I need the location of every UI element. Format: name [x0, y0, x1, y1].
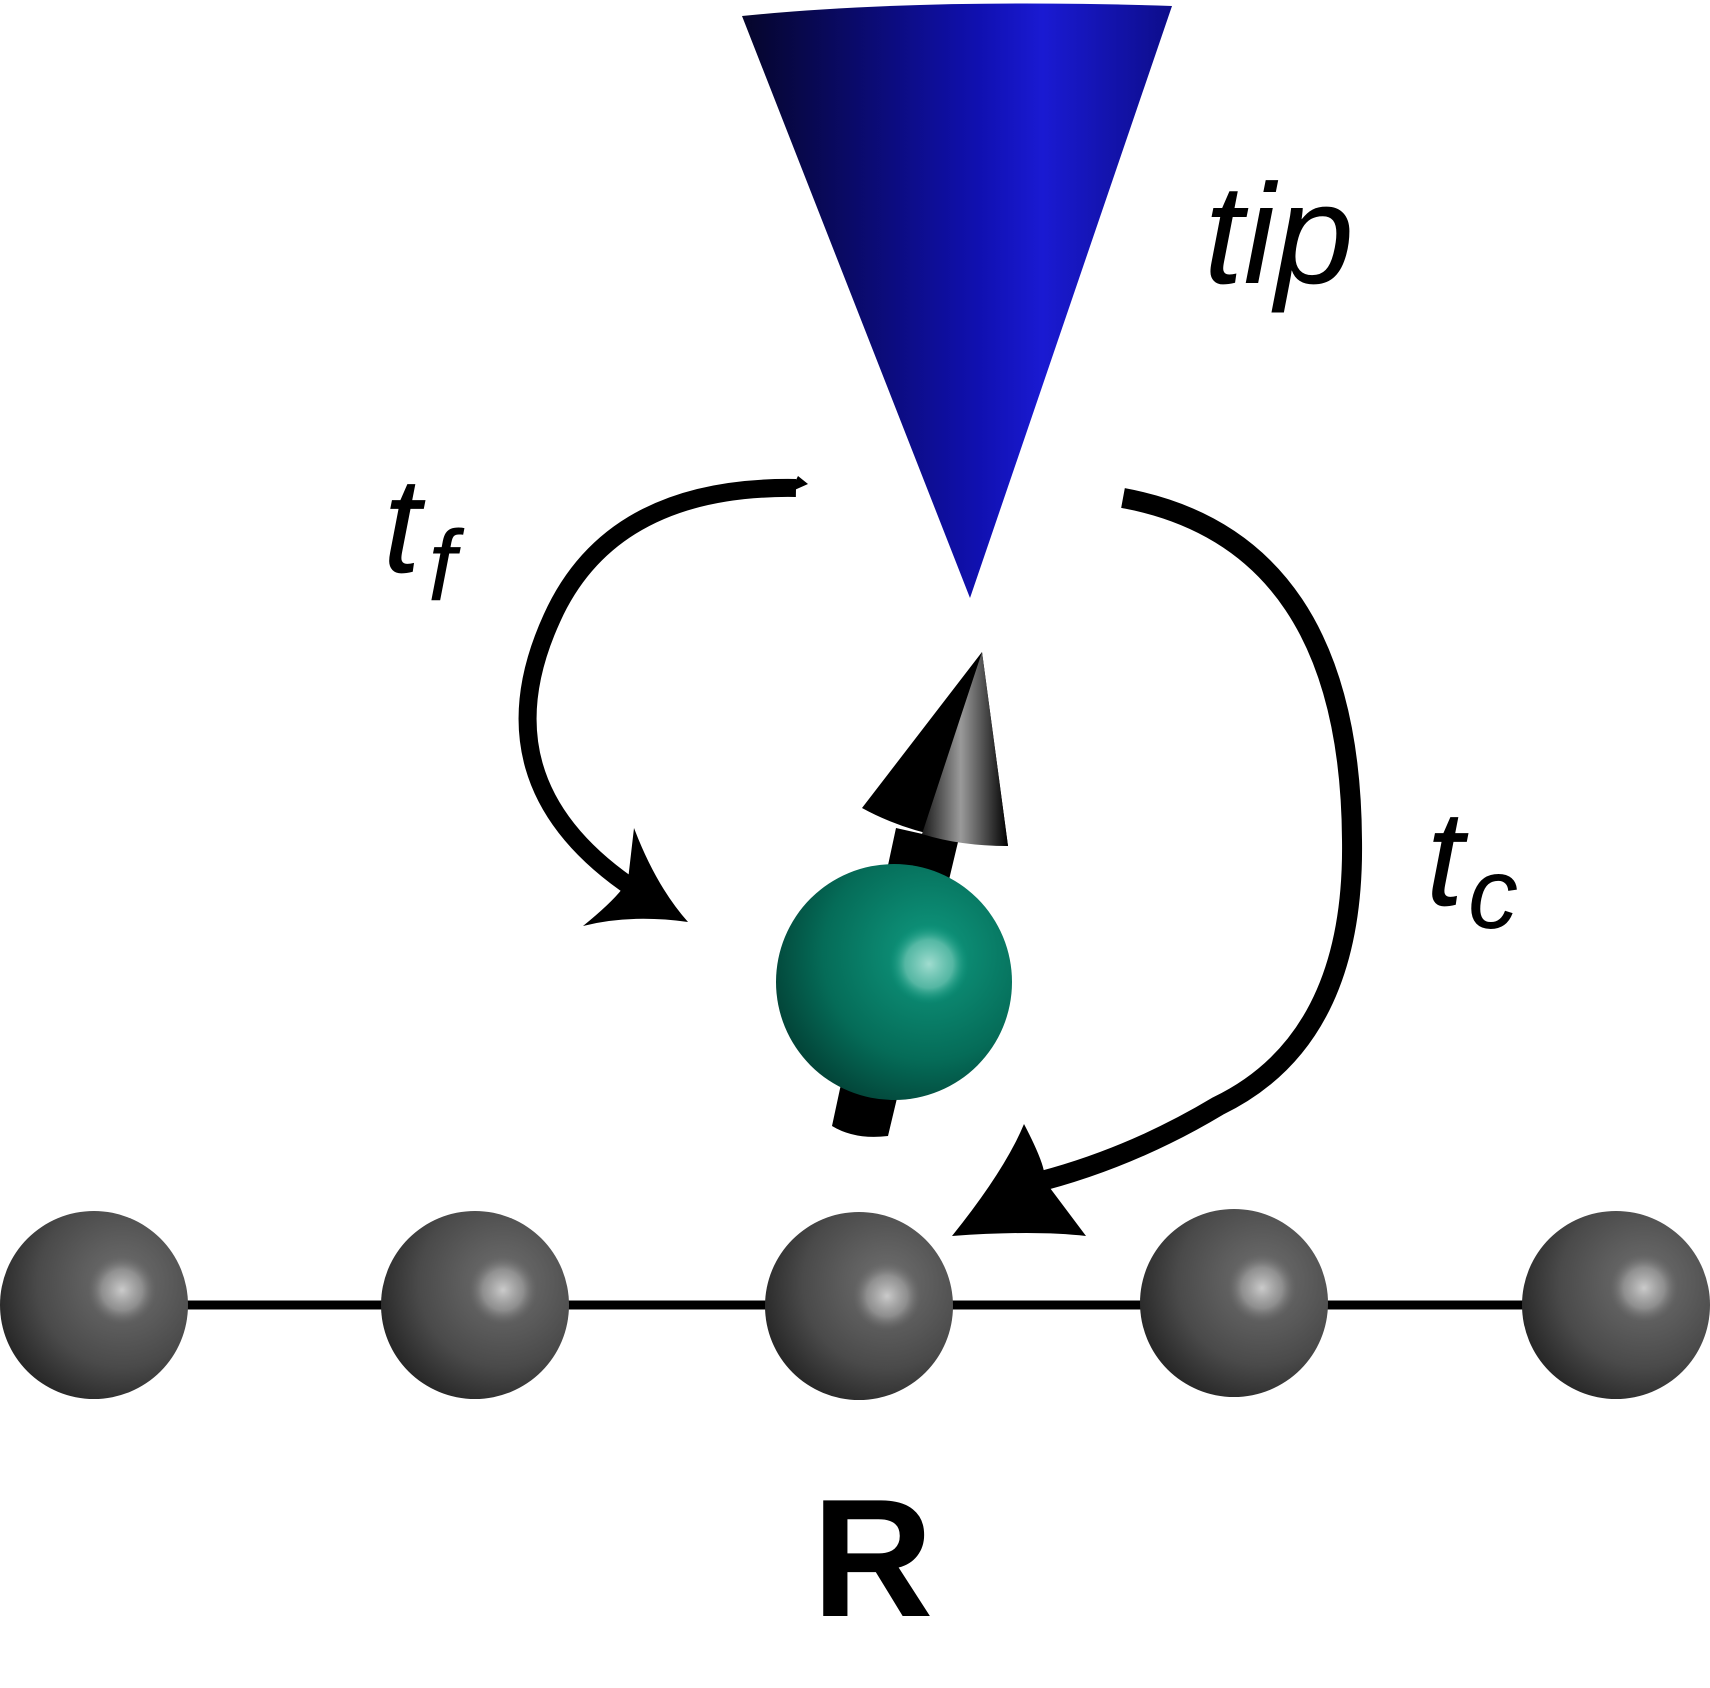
lattice-atom [0, 1211, 188, 1399]
tf-label-main: t [383, 449, 426, 601]
tf-label-sub: f [428, 510, 465, 622]
tf-hopping-arrow [518, 476, 808, 926]
tip-label: tip [1204, 155, 1354, 314]
tc-label-sub: c [1468, 838, 1518, 950]
spin-arrow-head [862, 652, 1008, 846]
tc-label-main: t [1426, 782, 1469, 934]
tf-label: t f [383, 449, 465, 622]
stm-tip [742, 3, 1172, 599]
site-r-label: R [812, 1464, 933, 1652]
lattice-atom [1140, 1209, 1328, 1397]
tc-label: t c [1426, 782, 1518, 950]
lattice-atom-r [765, 1212, 953, 1400]
lattice-atom [381, 1211, 569, 1399]
tc-hopping-arrow [952, 488, 1363, 1236]
impurity-atom [776, 864, 1012, 1100]
lattice-atom [1522, 1211, 1710, 1399]
